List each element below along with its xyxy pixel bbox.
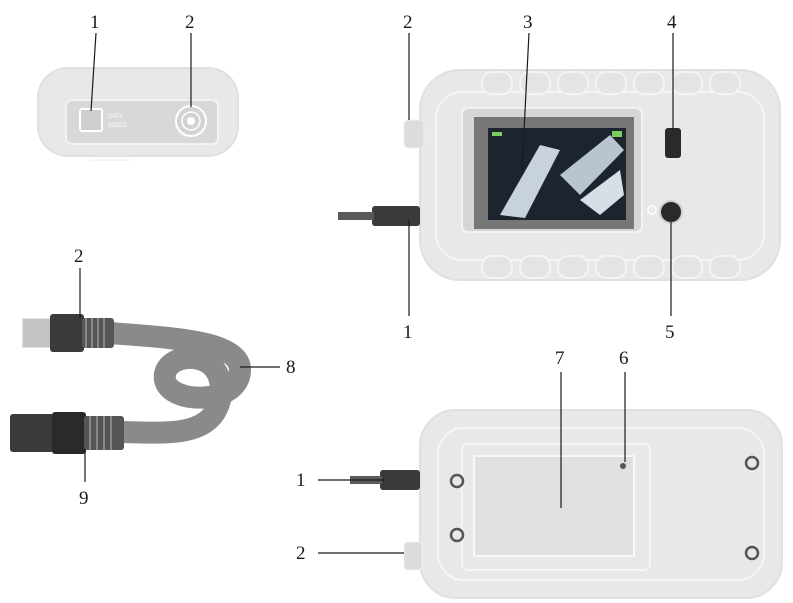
- front-view-side-jack: [403, 119, 425, 149]
- callout-back-7: 7: [555, 348, 565, 369]
- callout-front-4: 4: [667, 12, 677, 33]
- callout-cable-9: 9: [79, 488, 89, 509]
- power-button: [659, 200, 683, 224]
- top-view-jack-ring: [181, 111, 201, 131]
- display-image-light-1: [500, 145, 560, 218]
- callout-front-1: 1: [403, 322, 413, 343]
- callout-cable-8: 8: [286, 357, 296, 378]
- callout-top-left-2: 2: [185, 12, 195, 33]
- screw-top-right: [744, 455, 760, 471]
- back-view-inner: [437, 427, 765, 581]
- port-label-line2: VIDEO: [108, 123, 127, 129]
- screw-bottom-left: [449, 527, 465, 543]
- back-screw-hole: [620, 463, 626, 469]
- screw-bottom-right: [744, 545, 760, 561]
- back-view-cable-plug: [380, 470, 420, 490]
- extension-cable: [10, 314, 252, 454]
- battery-compartment-frame: [461, 443, 651, 571]
- port-label-line1: DATA: [108, 114, 123, 120]
- top-view-device: DATA VIDEO: [37, 67, 239, 161]
- power-symbol-icon: [647, 205, 657, 215]
- battery-cover: [473, 455, 635, 557]
- callout-back-2: 2: [296, 543, 306, 564]
- callout-front-3: 3: [523, 12, 533, 33]
- data-video-port: [79, 108, 103, 132]
- display-status-left: [492, 132, 502, 136]
- display-image-light-3: [580, 170, 624, 215]
- callout-front-5: 5: [665, 322, 675, 343]
- leader-front-3: [521, 32, 530, 171]
- upper-connector-body: [50, 314, 84, 352]
- front-view-cable-plug: [372, 206, 420, 226]
- callout-back-6: 6: [619, 348, 629, 369]
- lower-connector-body: [52, 412, 86, 454]
- display-image-light-2: [560, 135, 624, 195]
- callout-front-2: 2: [403, 12, 413, 33]
- slider-button: [665, 128, 681, 158]
- cable-loop: [99, 322, 252, 444]
- callout-back-1: 1: [296, 470, 306, 491]
- top-view-jack-core: [187, 117, 195, 125]
- leader-top-left-1: [90, 32, 97, 112]
- screw-top-left: [449, 473, 465, 489]
- display-status-right: [612, 131, 622, 137]
- back-view-side-jack: [403, 541, 423, 571]
- callout-cable-2: 2: [74, 246, 84, 267]
- callout-top-left-1: 1: [90, 12, 100, 33]
- back-view-device: [350, 409, 783, 599]
- lower-connector-end: [10, 414, 54, 452]
- front-view-device: [338, 69, 781, 281]
- upper-connector-thread: [21, 317, 55, 349]
- front-view-cable: [338, 212, 374, 220]
